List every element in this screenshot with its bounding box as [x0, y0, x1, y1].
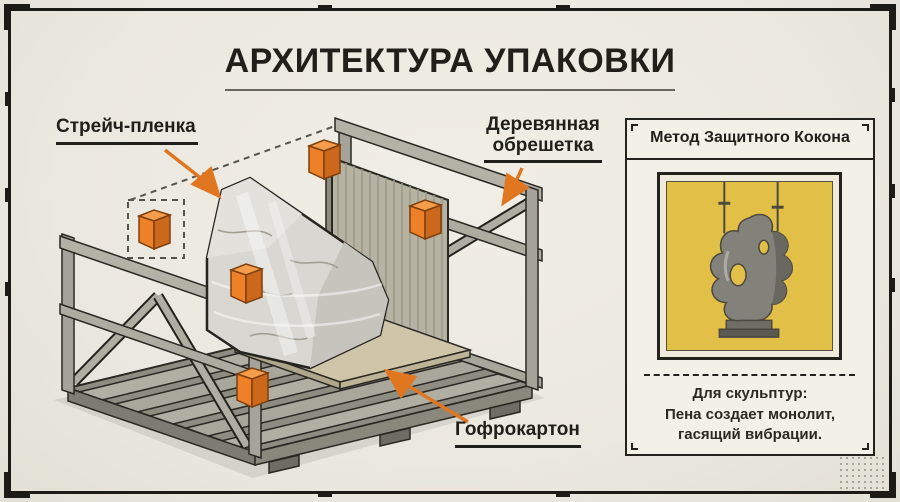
- registration-tick: [5, 188, 11, 202]
- caption-line: гасящий вибрации.: [678, 426, 822, 444]
- registration-tick: [5, 282, 11, 296]
- corner-protector: [138, 209, 171, 250]
- suspension-clip: [718, 201, 731, 205]
- corner-protector: [230, 263, 263, 304]
- caption-line: Для скульптур:: [692, 385, 808, 402]
- corner-mark: [870, 4, 896, 30]
- page-title: АРХИТЕКТУРА УПАКОВКИ: [224, 42, 676, 80]
- label-underline: [56, 142, 198, 145]
- corner-mark: [870, 472, 896, 498]
- crate-illustration: [54, 116, 545, 478]
- label-corrugated-cardboard: Гофрокартон: [455, 419, 595, 448]
- diagonal-brace: [70, 292, 252, 449]
- panel-caption: Для скульптур: Пена создает монолит, гас…: [627, 384, 873, 446]
- film-shine: [268, 201, 316, 339]
- dashed-guides: [127, 125, 336, 259]
- label-text: Стрейч-пленка: [56, 116, 196, 137]
- corner-mark: [4, 472, 30, 498]
- label-text: обрешетка: [492, 135, 594, 156]
- panel-dashed-divider: [644, 374, 855, 376]
- corner-mark: [4, 4, 30, 30]
- cardboard-arrow: [383, 368, 469, 424]
- grid-patch: [838, 455, 884, 489]
- corner-protector: [409, 199, 442, 240]
- film-shine: [236, 192, 298, 356]
- stretch-film-arrow: [163, 148, 222, 199]
- label-text: Деревянная: [486, 114, 600, 135]
- panel-corner-mark: [862, 443, 869, 450]
- registration-tick: [556, 491, 570, 497]
- right-frame-front-post: [525, 184, 539, 392]
- panel-corner-mark: [862, 124, 869, 131]
- registration-tick: [889, 184, 895, 198]
- panel-corner-mark: [631, 124, 638, 131]
- label-text: Гофрокартон: [455, 419, 580, 440]
- panel-title-rule: [627, 158, 873, 160]
- panel-title: Метод Защитного Кокона: [650, 129, 850, 146]
- abstract-sculpture: [709, 213, 793, 338]
- cocoon-method-panel: Метод Защитного Кокона: [625, 118, 875, 456]
- caption-line: Пена создает монолит,: [664, 405, 836, 423]
- registration-tick: [318, 5, 332, 11]
- suspension-clip: [771, 205, 784, 209]
- label-underline: [484, 160, 602, 163]
- marble-sculpture: [205, 176, 390, 370]
- sculpture-illustration: [709, 182, 793, 338]
- registration-tick: [889, 278, 895, 292]
- registration-tick: [5, 92, 11, 106]
- cocoon-inner: [666, 181, 833, 351]
- corner-protector: [236, 367, 269, 408]
- cocoon-frame: [657, 172, 842, 360]
- registration-tick: [889, 88, 895, 102]
- registration-tick: [556, 5, 570, 11]
- wooden-crate-arrow: [501, 167, 530, 207]
- label-wooden-crate: Деревянная обрешетка: [478, 114, 608, 163]
- label-underline: [455, 445, 581, 448]
- label-stretch-film: Стрейч-пленка: [56, 116, 206, 145]
- panel-corner-mark: [631, 443, 638, 450]
- title-underline: [225, 89, 675, 91]
- registration-tick: [318, 491, 332, 497]
- corner-protector: [308, 139, 341, 180]
